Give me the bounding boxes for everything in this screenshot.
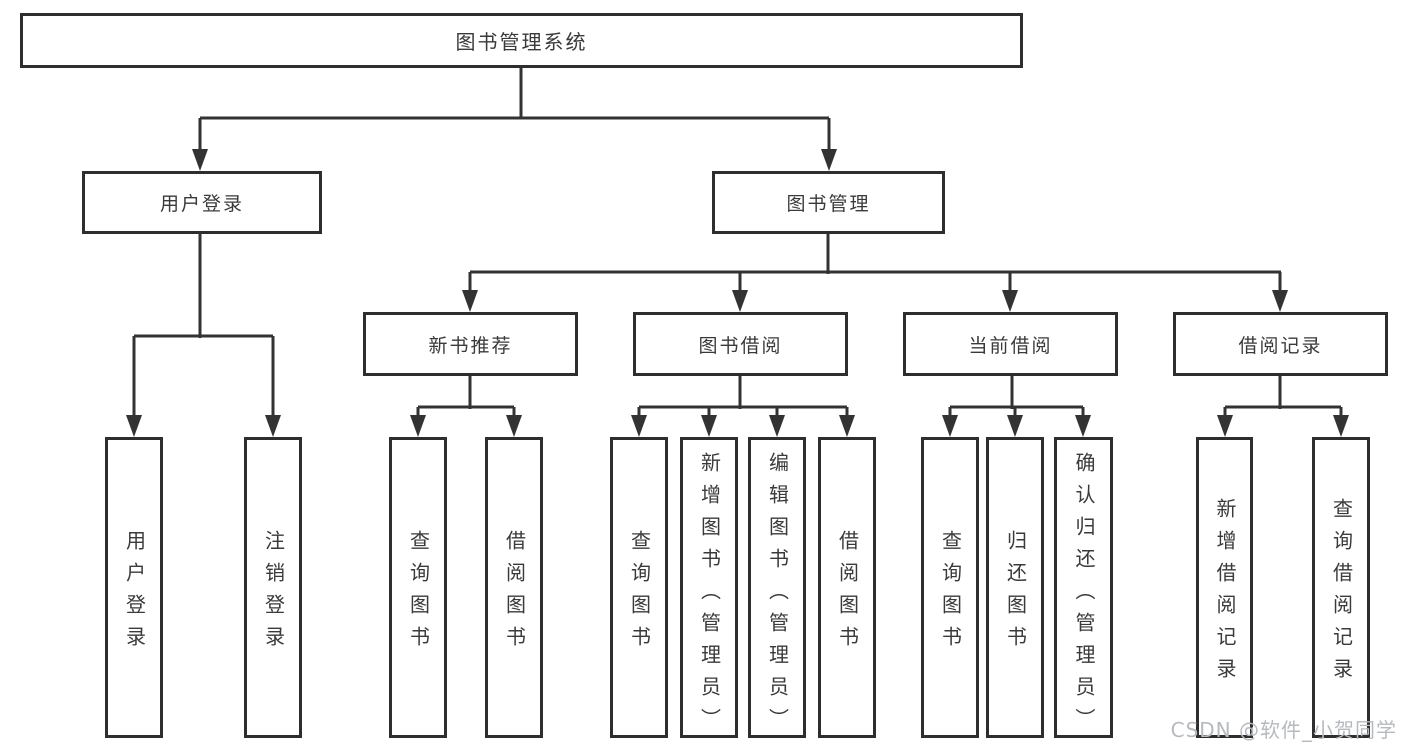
connector-borrow-records-to-leaves xyxy=(1217,376,1349,437)
node-current-borrow: 当前借阅 xyxy=(903,312,1118,376)
node-user-login: 用户登录 xyxy=(82,171,322,234)
arrow-down-icon xyxy=(732,272,748,312)
leaf-label: 查询图书 xyxy=(938,529,963,658)
leaf-add-books-admin: 新增图书（管理员） xyxy=(680,437,738,740)
leaf-label: 编辑图书（管理员） xyxy=(765,452,790,740)
arrow-down-icon xyxy=(1333,407,1349,437)
connector-root-to-level2 xyxy=(192,68,837,171)
connector-user-login-to-leaves xyxy=(126,233,281,437)
leaf-label: 注销登录 xyxy=(261,529,286,658)
leaf-label: 新增图书（管理员） xyxy=(697,452,722,740)
arrow-down-icon xyxy=(1002,272,1018,312)
leaf-logout: 注销登录 xyxy=(244,437,302,738)
arrow-down-icon xyxy=(192,118,208,171)
leaf-query-books-current: 查询图书 xyxy=(921,437,979,738)
leaf-add-borrow-record: 新增借阅记录 xyxy=(1196,437,1253,738)
arrow-down-icon xyxy=(1272,272,1288,312)
arrow-down-icon xyxy=(1217,407,1233,437)
node-label: 图书管理系统 xyxy=(455,30,588,54)
node-book-borrow: 图书借阅 xyxy=(633,312,848,376)
arrow-down-icon xyxy=(265,336,281,437)
node-borrow-records: 借阅记录 xyxy=(1173,312,1388,376)
leaf-confirm-return-admin: 确认归还（管理员） xyxy=(1054,437,1113,740)
leaf-query-books-recommend: 查询图书 xyxy=(389,437,447,738)
node-label: 图书管理 xyxy=(786,193,871,215)
leaf-label: 查询图书 xyxy=(627,529,652,658)
node-label: 新书推荐 xyxy=(428,334,513,357)
leaf-label: 确认归还（管理员） xyxy=(1072,452,1096,740)
csdn-watermark: CSDN @软件_小贺同学 xyxy=(1170,718,1397,742)
arrow-down-icon xyxy=(126,336,142,437)
arrow-down-icon xyxy=(839,407,855,437)
arrow-down-icon xyxy=(769,407,785,437)
leaf-label: 借阅图书 xyxy=(502,529,527,658)
leaf-label: 查询图书 xyxy=(406,529,431,658)
leaf-query-books-borrow: 查询图书 xyxy=(610,437,668,738)
leaf-label: 借阅图书 xyxy=(835,529,860,658)
leaf-label: 查询借阅记录 xyxy=(1329,497,1354,690)
arrow-down-icon xyxy=(410,407,426,437)
leaf-label: 归还图书 xyxy=(1003,529,1028,658)
leaf-edit-books-admin: 编辑图书（管理员） xyxy=(748,437,806,740)
node-label: 图书借阅 xyxy=(698,334,783,357)
arrow-down-icon xyxy=(1007,407,1023,437)
arrow-down-icon xyxy=(942,407,958,437)
node-label: 用户登录 xyxy=(159,193,244,215)
connector-book-borrow-to-leaves xyxy=(631,376,855,437)
node-library-system: 图书管理系统 xyxy=(20,13,1023,68)
leaf-return-books: 归还图书 xyxy=(986,437,1044,738)
node-new-book-recommend: 新书推荐 xyxy=(363,312,578,376)
arrow-down-icon xyxy=(631,407,647,437)
arrow-down-icon xyxy=(462,272,478,312)
leaf-query-borrow-record: 查询借阅记录 xyxy=(1312,437,1370,738)
leaf-user-login: 用户登录 xyxy=(105,437,163,738)
arrow-down-icon xyxy=(1075,407,1091,437)
arrow-down-icon xyxy=(701,407,717,437)
leaf-label: 新增借阅记录 xyxy=(1213,497,1237,690)
arrow-down-icon xyxy=(821,118,837,171)
node-label: 当前借阅 xyxy=(968,334,1053,357)
node-label: 借阅记录 xyxy=(1238,334,1323,357)
leaf-label: 用户登录 xyxy=(122,529,147,658)
arrow-down-icon xyxy=(506,407,522,437)
leaf-borrow-books-recommend: 借阅图书 xyxy=(485,437,543,738)
connector-current-borrow-to-leaves xyxy=(942,376,1091,437)
node-book-management: 图书管理 xyxy=(712,171,945,234)
connector-book-management-to-level3 xyxy=(462,233,1288,312)
leaf-borrow-books: 借阅图书 xyxy=(818,437,876,738)
connector-new-book-recommend-to-leaves xyxy=(410,376,522,437)
